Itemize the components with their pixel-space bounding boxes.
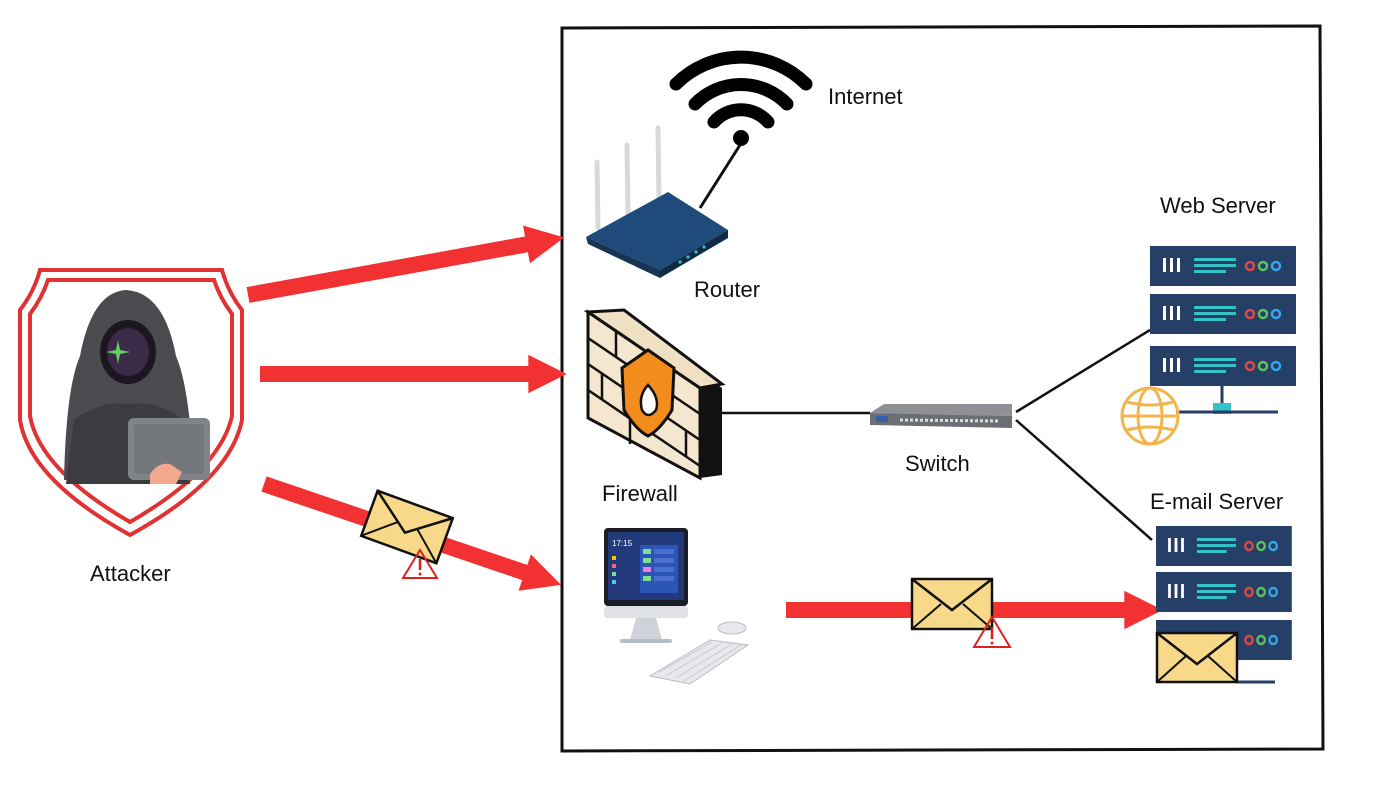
label-router: Router bbox=[694, 277, 761, 302]
shield-icon bbox=[620, 348, 676, 438]
label-firewall: Firewall bbox=[602, 481, 678, 506]
label-email-server: E-mail Server bbox=[1150, 489, 1284, 514]
label-attacker: Attacker bbox=[90, 561, 171, 586]
attack-arrow-router bbox=[246, 225, 565, 303]
label-web-server: Web Server bbox=[1160, 193, 1276, 218]
warning-triangle-icon bbox=[972, 615, 1012, 648]
email-server-rack-icon bbox=[1154, 524, 1294, 684]
label-switch: Switch bbox=[905, 451, 970, 476]
network-frame bbox=[560, 24, 1325, 753]
brick-firewall-icon bbox=[583, 308, 726, 481]
malicious-email-envelope-icon bbox=[910, 577, 994, 631]
router-icon bbox=[586, 125, 728, 278]
hooded-hacker-in-shield-icon bbox=[18, 268, 244, 538]
desktop-computer-icon: 17:15 bbox=[604, 528, 750, 685]
phishing-envelope-icon bbox=[359, 489, 455, 565]
label-internet: Internet bbox=[828, 84, 903, 109]
switch-emailserver-link bbox=[1015, 419, 1153, 541]
globe-icon bbox=[1120, 386, 1180, 446]
warning-triangle-icon bbox=[401, 548, 439, 579]
monitor-clock: 17:15 bbox=[612, 539, 633, 548]
router-internet-link bbox=[698, 144, 742, 209]
switch-webserver-link bbox=[1015, 328, 1151, 414]
network-switch-icon bbox=[870, 404, 1012, 428]
wifi-icon bbox=[669, 50, 813, 146]
envelope-icon bbox=[1155, 631, 1239, 684]
web-server-rack-icon bbox=[1148, 244, 1298, 414]
